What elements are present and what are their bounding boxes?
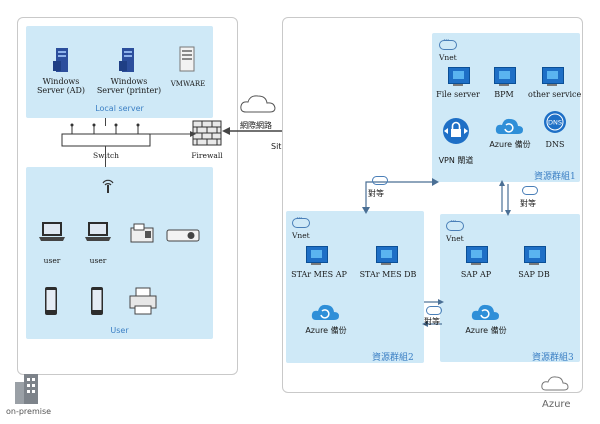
resource-group-3: [440, 214, 580, 362]
backup-cloud-icon: [495, 118, 523, 134]
phone-icon: [91, 287, 103, 315]
peering-link-rg1-rg3: [499, 180, 511, 216]
switch-label: Switch: [88, 151, 124, 160]
vm-stand: [529, 263, 539, 265]
vm-icon: [494, 67, 516, 84]
backup-cloud-icon: [311, 304, 339, 320]
vm-stand: [547, 84, 557, 86]
phone-icon: [45, 287, 57, 315]
vpn-gateway-label: VPN 閘道: [438, 156, 474, 165]
peering-label: 對等: [424, 317, 440, 326]
switch-firewall-link: [150, 131, 196, 137]
laptop-icon: [85, 222, 111, 241]
vm-stand: [311, 263, 321, 265]
rg2-vnet-label: Vnet: [292, 231, 310, 240]
azure-label: Azure: [542, 399, 571, 410]
peering-icon: [522, 186, 538, 195]
vnet-icon: [446, 217, 464, 231]
peering-link-rg1-rg2: [362, 178, 439, 214]
rg1-backup-label: Azure 備份: [489, 140, 531, 149]
backup-cloud-icon: [471, 304, 499, 320]
vm-stand: [499, 84, 509, 86]
resource-group-1: [432, 33, 580, 182]
projector-icon: [166, 229, 200, 242]
local-server-title: Local server: [95, 104, 144, 113]
server-switch-link: [105, 118, 106, 126]
vm-stand: [471, 263, 481, 265]
peering-label: 對等: [520, 199, 536, 208]
rg1-item-label: File server: [436, 90, 480, 99]
rg2-item-label: STAr MES DB: [359, 270, 417, 279]
fax-icon: [130, 223, 154, 243]
dns-label: DNS: [545, 140, 565, 149]
vm-stand: [453, 84, 463, 86]
rg2-item-label: STAr MES AP: [291, 270, 347, 279]
rg1-title: 資源群組1: [534, 172, 576, 182]
rg2-backup-label: Azure 備份: [305, 326, 347, 335]
peering-label: 對等: [368, 189, 384, 198]
server-printer-icon: [119, 48, 134, 72]
rg1-item-label: BPM: [494, 90, 514, 99]
user-label: user: [89, 256, 107, 265]
wifi-icon: [102, 179, 114, 193]
vnet-icon: [292, 214, 310, 228]
vm-icon: [542, 67, 564, 84]
peering-link-rg2-rg3: [422, 299, 444, 327]
server-label-printer: Windows Server (printer): [96, 77, 162, 95]
server-label-ad: Windows Server (AD): [36, 77, 86, 95]
vm-icon: [306, 246, 328, 263]
laptop-icon: [39, 222, 65, 241]
rg3-vnet-label: Vnet: [446, 234, 464, 243]
switch-user-link: [105, 146, 106, 170]
firewall-icon: [192, 120, 222, 146]
user-box: [26, 167, 213, 339]
cloud-icon: [240, 95, 276, 113]
resource-group-2: [286, 211, 424, 363]
vm-stand: [381, 263, 391, 265]
user-box-title: User: [110, 326, 129, 335]
printer-icon: [129, 287, 157, 315]
vm-icon: [448, 67, 470, 84]
rg3-backup-label: Azure 備份: [465, 326, 507, 335]
vnet-icon: [439, 36, 457, 50]
vm-icon: [466, 246, 488, 263]
dns-icon: DNS: [544, 111, 566, 133]
vm-icon: [376, 246, 398, 263]
server-label-vmware: VMWARE: [170, 80, 206, 88]
rg1-item-label: other service: [528, 90, 582, 99]
rg2-title: 資源群組2: [372, 353, 414, 363]
building-icon: [15, 374, 38, 404]
server-vmware-icon: [179, 46, 195, 72]
firewall-label: Firewall: [191, 151, 223, 160]
internet-label: 網際網路: [240, 121, 272, 130]
vm-icon: [524, 246, 546, 263]
on-premise-label: on-premise: [6, 407, 52, 416]
svg-text:DNS: DNS: [548, 119, 562, 127]
rg3-title: 資源群組3: [532, 353, 574, 363]
rg1-vnet-label: Vnet: [439, 53, 457, 62]
user-label: user: [43, 256, 61, 265]
server-ad-icon: [53, 48, 68, 72]
azure-cloud-icon: [541, 376, 569, 391]
rg3-item-label: SAP DB: [518, 270, 550, 279]
rg3-item-label: SAP AP: [460, 270, 492, 279]
vpn-gateway-icon: [443, 118, 469, 144]
switch-icon: [61, 123, 151, 147]
peering-icon: [426, 306, 442, 315]
peering-icon: [372, 176, 388, 185]
